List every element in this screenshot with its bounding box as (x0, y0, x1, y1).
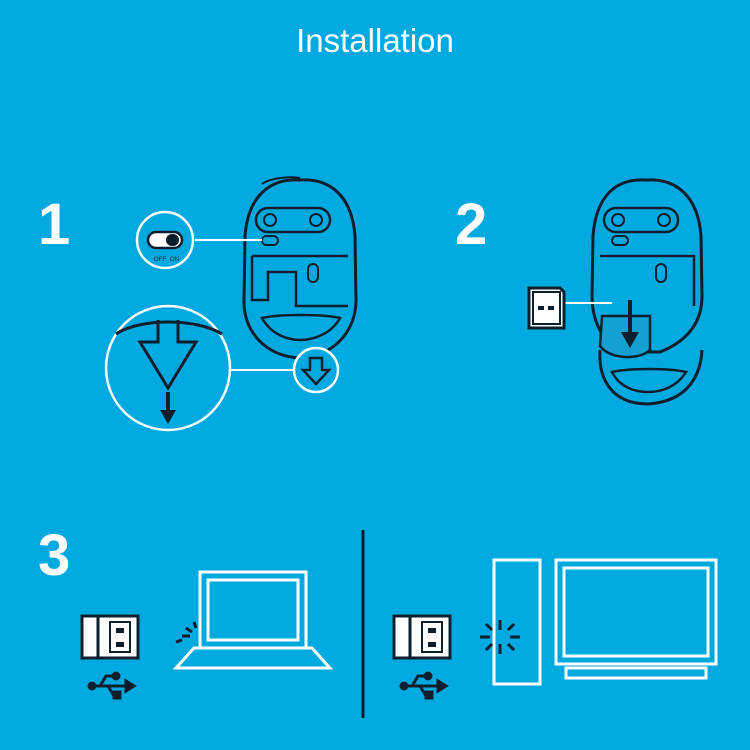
step-number-1: 1 (38, 192, 71, 257)
step-number-2: 2 (455, 192, 488, 257)
desktop-computer-icon (492, 558, 718, 686)
switch-on-label: ON (170, 257, 179, 263)
mouse-icon (590, 178, 704, 406)
port-flash-icon (175, 621, 198, 644)
usb-receiver-icon (392, 614, 452, 660)
usb-symbol-icon (87, 671, 137, 700)
usb-receiver-icon (80, 614, 140, 660)
port-flash-icon (480, 620, 520, 654)
usb-symbol-icon (399, 671, 449, 700)
switch-off-label: OFF (154, 257, 166, 263)
small-arrow-zoom (292, 346, 340, 394)
usb-receiver-icon (527, 286, 566, 330)
step-number-3: 3 (38, 523, 71, 588)
laptop-icon (172, 570, 334, 670)
power-switch-icon: OFF ON (135, 210, 195, 270)
mouse-icon (242, 176, 358, 360)
page-title: Installation (296, 22, 454, 59)
battery-door-zoom (104, 304, 232, 432)
